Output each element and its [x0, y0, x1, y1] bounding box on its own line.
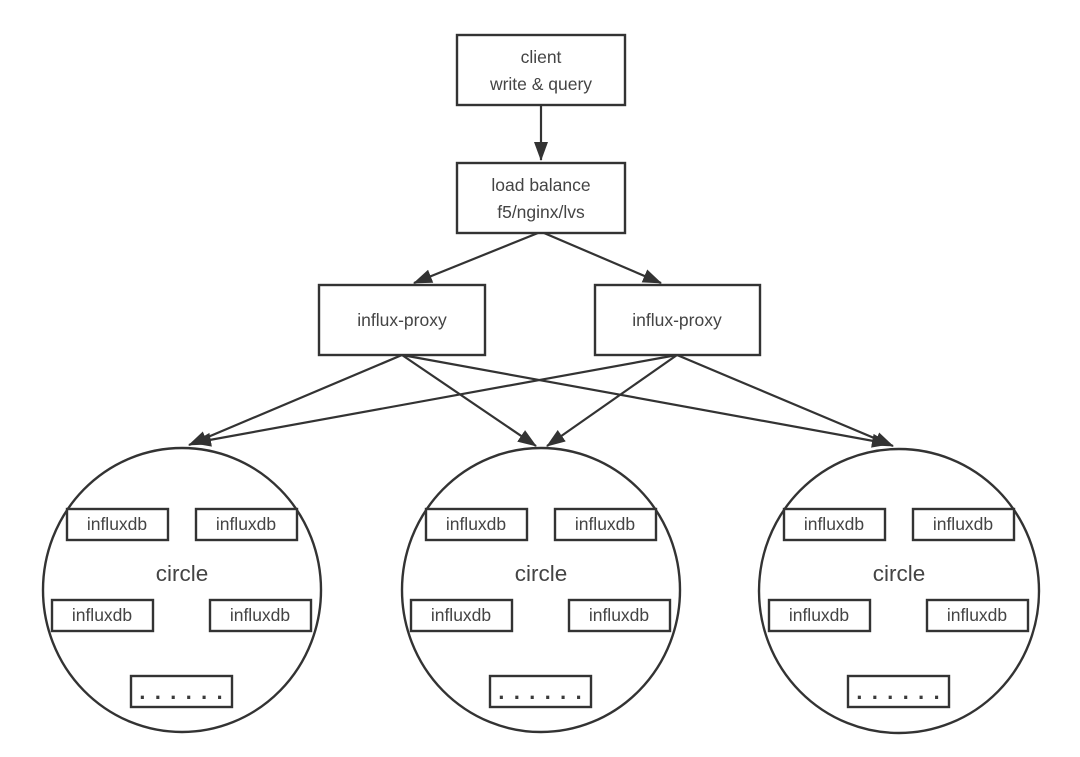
- influxdb-box: [409, 598, 514, 633]
- influxdb-label: influxdb: [216, 514, 276, 534]
- cluster-circle: [757, 447, 1041, 735]
- influxdb-label: influxdb: [87, 514, 147, 534]
- client-box: [455, 33, 627, 107]
- influxdb-label: influxdb: [431, 605, 491, 625]
- ellipsis-label: ......: [854, 682, 947, 704]
- ellipsis-box: [488, 674, 593, 709]
- edges: [188, 106, 894, 448]
- edge-loadbalance-to-proxy-right: [543, 231, 662, 285]
- influxdb-box: [553, 507, 658, 542]
- influxdb-box: [50, 598, 155, 633]
- ellipsis-box: [129, 674, 234, 709]
- cluster-2: influxdb influxdb circle influxdb influx…: [400, 446, 682, 734]
- influxdb-box: [911, 507, 1016, 542]
- client-label-line2: write & query: [489, 74, 592, 94]
- influxdb-label: influxdb: [589, 605, 649, 625]
- influxdb-box: [208, 598, 313, 633]
- influxdb-box: [925, 598, 1030, 633]
- influxdb-box: [424, 507, 529, 542]
- ellipsis-box: [846, 674, 951, 709]
- client-label-line1: client: [521, 47, 562, 67]
- cluster-label: circle: [873, 561, 926, 586]
- cluster-3: influxdb influxdb circle influxdb influx…: [757, 447, 1041, 735]
- influxdb-label: influxdb: [789, 605, 849, 625]
- edge-loadbalance-to-proxy-left: [413, 231, 539, 285]
- influxdb-box: [194, 507, 299, 542]
- influx-proxy-node-left: influx-proxy: [317, 283, 487, 357]
- edge-proxy-right-to-cluster-1: [192, 353, 678, 447]
- edge-proxy-left-to-cluster-3: [401, 353, 891, 448]
- load-balance-box: [455, 161, 627, 235]
- cluster-label: circle: [515, 561, 568, 586]
- cluster-circle: [400, 446, 682, 734]
- cluster-label: circle: [156, 561, 209, 586]
- influx-proxy-node-right: influx-proxy: [593, 283, 762, 357]
- influxdb-label: influxdb: [230, 605, 290, 625]
- influxdb-label: influxdb: [933, 514, 993, 534]
- influxdb-box: [65, 507, 170, 542]
- client-node: client write & query: [455, 33, 627, 107]
- influx-proxy-label: influx-proxy: [632, 310, 722, 330]
- load-balance-label-line1: load balance: [491, 175, 590, 195]
- influxdb-label: influxdb: [575, 514, 635, 534]
- influxdb-box: [567, 598, 672, 633]
- influxdb-label: influxdb: [804, 514, 864, 534]
- influxdb-label: influxdb: [72, 605, 132, 625]
- load-balance-node: load balance f5/nginx/lvs: [455, 161, 627, 235]
- edge-proxy-right-to-cluster-3: [676, 353, 894, 448]
- ellipsis-label: ......: [496, 682, 589, 704]
- influx-proxy-box: [593, 283, 762, 357]
- cluster-1: influxdb influxdb circle influxdb influx…: [41, 446, 323, 734]
- edge-proxy-right-to-cluster-2: [546, 354, 678, 447]
- influxdb-box: [782, 507, 887, 542]
- influxdb-box: [767, 598, 872, 633]
- edge-proxy-left-to-cluster-1: [188, 353, 403, 447]
- influx-proxy-box: [317, 283, 487, 357]
- load-balance-label-line2: f5/nginx/lvs: [497, 202, 585, 222]
- influxdb-label: influxdb: [947, 605, 1007, 625]
- influx-proxy-label: influx-proxy: [357, 310, 447, 330]
- ellipsis-label: ......: [137, 682, 230, 704]
- edge-proxy-left-to-cluster-2: [401, 354, 537, 447]
- influxdb-label: influxdb: [446, 514, 506, 534]
- cluster-circle: [41, 446, 323, 734]
